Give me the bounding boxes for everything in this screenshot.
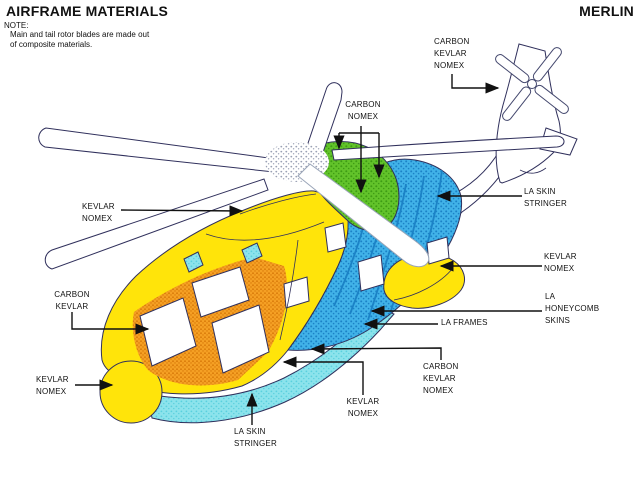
rotor-blade-up: [302, 82, 343, 165]
main-rotor: [38, 82, 565, 270]
label-cabin-door-material: KEVLAR NOMEX: [346, 397, 380, 418]
label-sponson-material: KEVLAR NOMEX: [544, 252, 577, 273]
tail-bumper: [519, 167, 547, 174]
note-text: Main and tail rotor blades are made out …: [10, 30, 150, 49]
label-lower-fuselage-material: CARBON KEVLAR NOMEX: [423, 362, 459, 395]
windscreen-pane: [211, 304, 270, 374]
rotor-blade-left-upper: [38, 127, 277, 173]
leader-cockpit-frames: [71, 312, 150, 335]
tail-rotor: [495, 47, 569, 121]
label-tail-rotor-material: CARBON KEVLAR NOMEX: [434, 37, 470, 70]
leader-cabin-roof: [120, 205, 244, 217]
rotor-blade-front: [297, 163, 430, 268]
upper-windscreen-pane: [183, 251, 204, 273]
cabin-windows: [283, 222, 450, 309]
label-belly-skin-stringer: LA SKIN STRINGER: [234, 427, 277, 448]
note-label: NOTE:: [4, 21, 29, 30]
label-rear-skin-stringer: LA SKIN STRINGER: [524, 187, 567, 208]
label-nose-material: KEVLAR NOMEX: [36, 375, 69, 396]
nose-cone: [99, 360, 163, 424]
panel-lines: [205, 193, 325, 341]
aircraft-model: MERLIN: [579, 3, 634, 19]
sponson-line: [393, 267, 454, 301]
label-engine-cowling-material: CARBON NOMEX: [345, 100, 381, 121]
label-cockpit-frames-material: CARBON KEVLAR: [54, 290, 90, 311]
label-cabin-roof-material: KEVLAR NOMEX: [82, 202, 115, 223]
rotor-blade-right: [331, 135, 565, 161]
upper-windscreen-pane: [241, 242, 263, 264]
leader-lower-fuselage: [310, 343, 442, 360]
windscreen-pane: [139, 297, 197, 367]
leader-cabin-door: [282, 356, 364, 395]
leader-lines: [71, 74, 542, 425]
rotor-blade-left-lower: [44, 178, 269, 270]
windscreen-pane: [191, 266, 250, 318]
leader-tail-rotor: [451, 74, 500, 94]
label-honeycomb-skins: LA HONEYCOMB SKINS: [545, 292, 600, 325]
page-title: AIRFRAME MATERIALS: [6, 3, 168, 19]
label-frames: LA FRAMES: [441, 318, 488, 327]
